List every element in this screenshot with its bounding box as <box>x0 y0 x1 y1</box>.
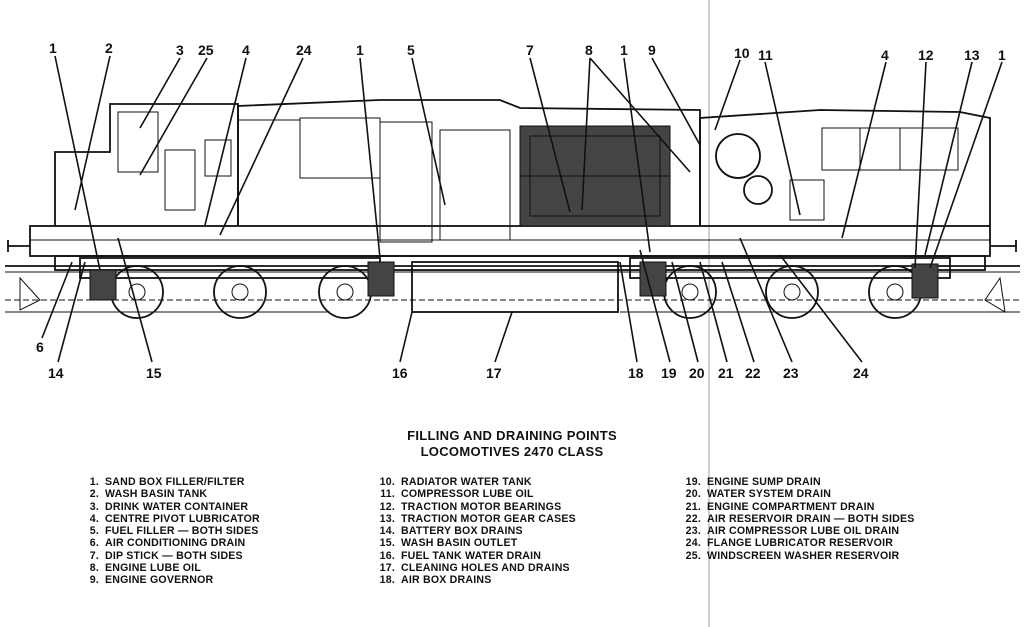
buffers <box>7 240 1017 313</box>
legend-item: 13.TRACTION MOTOR GEAR CASES <box>379 512 576 525</box>
legend-item: 5.FUEL FILLER — BOTH SIDES <box>89 525 259 538</box>
callout-top: 24 <box>296 42 312 58</box>
cab-left <box>54 103 300 226</box>
callout-bottom: 23 <box>783 365 799 381</box>
callout-bottom: 19 <box>661 365 677 381</box>
callout-top: 7 <box>526 42 534 58</box>
callout-top: 1 <box>356 42 364 58</box>
legend-item: 10.RADIATOR WATER TANK <box>379 476 532 488</box>
callout-top: 4 <box>881 47 889 63</box>
legend-item: 9.ENGINE GOVERNOR <box>89 574 214 587</box>
legend-item: 23.AIR COMPRESSOR LUBE OIL DRAIN <box>685 525 900 538</box>
callout-bottom: 6 <box>36 339 44 355</box>
legend-column-2: 10.RADIATOR WATER TANK 11.COMPRESSOR LUB… <box>378 476 576 587</box>
legend-item: 18.AIR BOX DRAINS <box>379 574 492 587</box>
legend-item: 3.DRINK WATER CONTAINER <box>89 500 249 513</box>
callout-top: 2 <box>105 40 113 56</box>
legend-item: 11.COMPRESSOR LUBE OIL <box>380 488 534 501</box>
callout-bottom: 18 <box>628 365 644 381</box>
callout-top: 1 <box>620 42 628 58</box>
callouts-bottom: 6 14 15 16 17 18 19 20 21 22 23 24 <box>36 339 869 381</box>
callout-top: 11 <box>758 47 773 63</box>
callout-top: 1 <box>998 47 1006 63</box>
legend-item: 22.AIR RESERVOIR DRAIN — BOTH SIDES <box>685 512 915 525</box>
callout-top: 12 <box>918 47 934 63</box>
legend-item: 16.FUEL TANK WATER DRAIN <box>379 549 542 562</box>
legend-item: 21.ENGINE COMPARTMENT DRAIN <box>685 500 875 513</box>
callout-bottom: 21 <box>718 365 734 381</box>
legend-item: 24.FLANGE LUBRICATOR RESERVOIR <box>685 537 894 550</box>
title-line-2: LOCOMOTIVES 2470 CLASS <box>420 444 604 459</box>
legend-item: 12.TRACTION MOTOR BEARINGS <box>379 500 562 513</box>
leader-lines-top <box>54 55 1003 271</box>
callouts-top: 1 2 3 25 4 24 1 5 7 8 1 9 10 11 4 12 13 … <box>49 40 1006 63</box>
callout-bottom: 14 <box>48 365 64 381</box>
callout-bottom: 22 <box>745 365 761 381</box>
track <box>5 265 1020 313</box>
legend-item: 19.ENGINE SUMP DRAIN <box>685 476 821 488</box>
callout-top: 4 <box>242 42 250 58</box>
legend-item: 2.WASH BASIN TANK <box>89 488 208 501</box>
leader-lines-bottom <box>41 237 863 363</box>
legend-item: 20.WATER SYSTEM DRAIN <box>685 488 832 501</box>
callout-top: 10 <box>734 45 750 61</box>
callout-bottom: 17 <box>486 365 502 381</box>
callout-top: 25 <box>198 42 214 58</box>
legend-item: 15.WASH BASIN OUTLET <box>379 537 518 550</box>
bogie-left <box>79 257 395 319</box>
legend-item: 1.SAND BOX FILLER/FILTER <box>89 476 245 488</box>
legend-column-1: 1.SAND BOX FILLER/FILTER 2.WASH BASIN TA… <box>82 476 260 587</box>
fuel-tank <box>411 261 619 313</box>
callout-top: 8 <box>585 42 593 58</box>
legend-item: 7.DIP STICK — BOTH SIDES <box>89 549 243 562</box>
callout-bottom: 16 <box>392 365 408 381</box>
callout-bottom: 15 <box>146 365 162 381</box>
callout-top: 9 <box>648 42 656 58</box>
legend-item: 14.BATTERY BOX DRAINS <box>379 525 523 538</box>
callout-bottom: 24 <box>853 365 869 381</box>
title-line-1: FILLING AND DRAINING POINTS <box>407 428 617 443</box>
callout-top: 1 <box>49 40 57 56</box>
callout-top: 3 <box>176 42 184 58</box>
legend-item: 6.AIR CONDITIONING DRAIN <box>89 537 246 550</box>
legend-item: 4.CENTRE PIVOT LUBRICATOR <box>89 512 260 525</box>
callout-top: 13 <box>964 47 980 63</box>
legend-item: 8.ENGINE LUBE OIL <box>89 562 201 575</box>
legend-item: 17.CLEANING HOLES AND DRAINS <box>379 562 570 575</box>
legend-item: 25.WINDSCREEN WASHER RESERVOIR <box>685 549 900 562</box>
callout-bottom: 20 <box>689 365 705 381</box>
radiator-section <box>699 109 991 226</box>
diagram-title: FILLING AND DRAINING POINTS LOCOMOTIVES … <box>0 428 1024 460</box>
callout-top: 5 <box>407 42 415 58</box>
legend-column-3: 19.ENGINE SUMP DRAIN 20.WATER SYSTEM DRA… <box>684 476 915 562</box>
engine-hood <box>237 99 701 243</box>
